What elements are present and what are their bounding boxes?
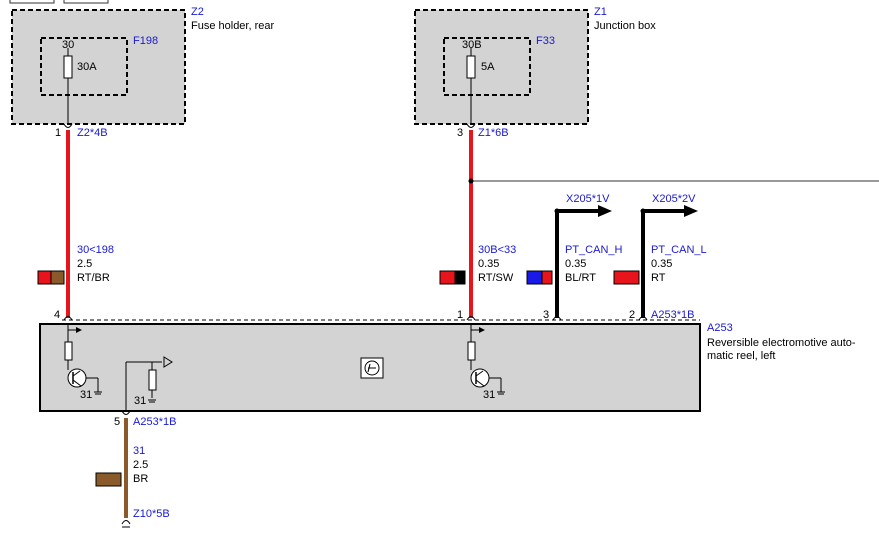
wire-2-size: 0.35 [478,258,499,270]
wire-3-size: 0.35 [565,258,586,270]
z2-id: Z2 [191,6,204,18]
ground-label-a: 31 [80,389,92,401]
a253-pin2: 2 [629,309,635,321]
resistor-icon [467,341,476,361]
wire-3-signal: PT_CAN_H [565,244,623,256]
ground-connector-name: Z10*5B [133,508,170,520]
resistor-icon [64,341,73,361]
pin-2-icon [638,316,648,321]
f33-rating: 5A [481,61,495,73]
motor-symbol [360,357,384,379]
wire-5-size: 2.5 [133,459,148,471]
wire-4-node [640,208,646,214]
f33-fuse-icon [466,55,476,79]
f33-holder [443,37,531,96]
z2-connector-pin-icon [63,123,73,128]
transistor-right: 31 [467,324,505,401]
offscreen-box-right [63,0,109,4]
offscreen-box-left [9,0,55,4]
pin-1-icon [466,316,476,321]
wire-5-swatch [95,472,122,487]
wire-3-target: X205*1V [566,193,610,205]
transistor-icon [470,368,490,388]
f198-rating: 30A [77,61,97,73]
resistor-icon [148,369,157,391]
a253-pin5-name: A253*1B [133,416,176,428]
a253-pin4: 4 [54,309,60,321]
ground-label-c: 31 [483,389,495,401]
transistor-icon [67,368,87,388]
pin-3-icon [552,316,562,321]
wire-1-color-code: RT/BR [77,272,110,284]
wire-3-swatch-a [526,270,543,285]
f33-id: F33 [536,35,555,47]
wire-pt-can-l[interactable]: X205*2V PT_CAN_L 0.35 RT [613,193,707,318]
wire-4-signal: PT_CAN_L [651,244,707,256]
wire-30b-33[interactable]: 3 Z1*6B 30B<33 0.35 RT/SW [439,123,879,318]
pin-5-icon [121,410,131,415]
arrow-right-icon [76,327,82,333]
triangle-icon [163,356,173,368]
a253-pin2-name: A253*1B [651,309,694,321]
wire-4-swatch [613,270,640,285]
a253-pin5: 5 [114,416,120,428]
a253-name-1: Reversible electromotive auto- [707,337,856,349]
f198-terminal: 30 [62,39,74,51]
ground-connector-icon [121,520,131,525]
component-z1[interactable]: 30B 5A F33 Z1 Junction box [414,6,656,125]
z2-out-name: Z2*4B [77,127,108,139]
wire-2-signal: 30B<33 [478,244,516,256]
wire-4-target: X205*2V [652,193,696,205]
wire-5-signal: 31 [133,445,145,457]
z2-name: Fuse holder, rear [191,20,274,32]
wire-5-color-code: BR [133,473,148,485]
z1-connector-pin-icon [466,123,476,128]
a253-pin3: 3 [543,309,549,321]
z1-out-name: Z1*6B [478,127,509,139]
wire-1-swatch-b [50,270,65,285]
wire-2-color-code: RT/SW [478,272,514,284]
arrow-right-icon [684,205,698,217]
wire-1-size: 2.5 [77,258,92,270]
z2-out-pin: 1 [55,127,61,139]
wire-2-swatch-b [454,270,466,285]
a253-id: A253 [707,322,733,334]
transistor-left: 31 [64,324,102,401]
f198-fuse-icon [63,55,73,79]
wire-2-swatch-a [439,270,456,285]
f198-holder [40,37,128,96]
component-a253[interactable]: A253 Reversible electromotive auto- mati… [39,309,856,412]
a253-name-2: matic reel, left [707,350,775,362]
wire-3-color-code: BL/RT [565,272,596,284]
ground-label-b: 31 [134,395,146,407]
ground-circuit-middle: 31 [125,356,173,411]
z1-id: Z1 [594,6,607,18]
wire-pt-can-h[interactable]: X205*1V PT_CAN_H 0.35 BL/RT [526,193,623,318]
arrow-right-icon [598,205,612,217]
pin-4-icon [63,316,73,321]
wire-4-size: 0.35 [651,258,672,270]
wire-4-color-code: RT [651,272,666,284]
wire-3-node [554,208,560,214]
wire-30-198[interactable]: 1 Z2*4B 30<198 2.5 RT/BR [37,123,114,318]
wire-1-signal: 30<198 [77,244,114,256]
wire-31-ground[interactable]: 5 A253*1B 31 2.5 BR Z10*5B [95,410,176,528]
z1-out-pin: 3 [457,127,463,139]
f198-id: F198 [133,35,158,47]
a253-pin1: 1 [457,309,463,321]
z1-name: Junction box [594,20,656,32]
f33-terminal: 30B [462,39,482,51]
arrow-right-icon [479,327,485,333]
wire-1-swatch-a [37,270,52,285]
wire-3-swatch-b [541,270,553,285]
component-z2[interactable]: 30 30A F198 Z2 Fuse holder, rear [11,6,274,125]
wire-2-branch-dot [468,178,474,184]
